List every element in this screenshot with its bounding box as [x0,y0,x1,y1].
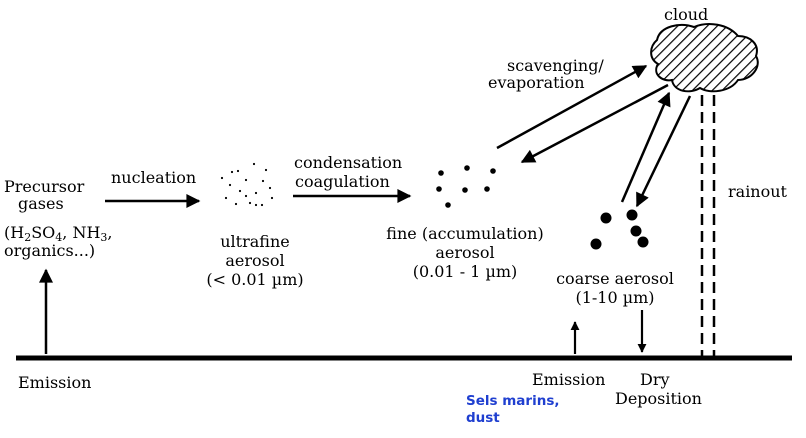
evaporation-label: evaporation [488,73,585,92]
evaporation-arrow-down [520,83,669,164]
ultrafine-label-2: aerosol [225,251,285,270]
dust-annotation: dust [466,410,500,426]
precursor-label-2: gases [18,194,64,213]
precursor-label-4: organics...) [4,241,96,260]
fine-label-1: fine (accumulation) [386,224,544,243]
dry-label: Dry [640,370,670,389]
cloud-label: cloud [664,5,709,24]
cloud-to-coarse-arrow [635,95,692,208]
cloud-shape [650,23,759,93]
coarse-size: (1-10 µm) [575,288,655,307]
rainout-label: rainout [728,182,787,201]
coagulation-label: coagulation [295,172,390,191]
condensation-label: condensation [294,153,403,172]
emission-label-right: Emission [532,370,606,389]
coarse-to-cloud-arrow [620,91,671,203]
coarse-particles [590,209,649,250]
deposition-label: Deposition [615,389,702,408]
emission-label-left: Emission [18,373,92,392]
scavenging-arrow-up [496,64,648,150]
precursor-label-1: Precursor [4,177,85,196]
coarse-label: coarse aerosol [556,269,674,288]
ultrafine-particles [220,162,274,207]
fine-size: (0.01 - 1 µm) [412,262,518,281]
fine-particles [436,165,496,208]
precursor-formula: (H2SO4, NH3, [4,223,113,244]
sels-marins-annotation: Sels marins, [466,393,560,409]
scavenging-label: scavenging/ [507,56,604,75]
fine-label-2: aerosol [435,243,495,262]
nucleation-label: nucleation [111,168,197,187]
ultrafine-size: (< 0.01 µm) [206,270,304,289]
ultrafine-label-1: ultrafine [220,232,290,251]
